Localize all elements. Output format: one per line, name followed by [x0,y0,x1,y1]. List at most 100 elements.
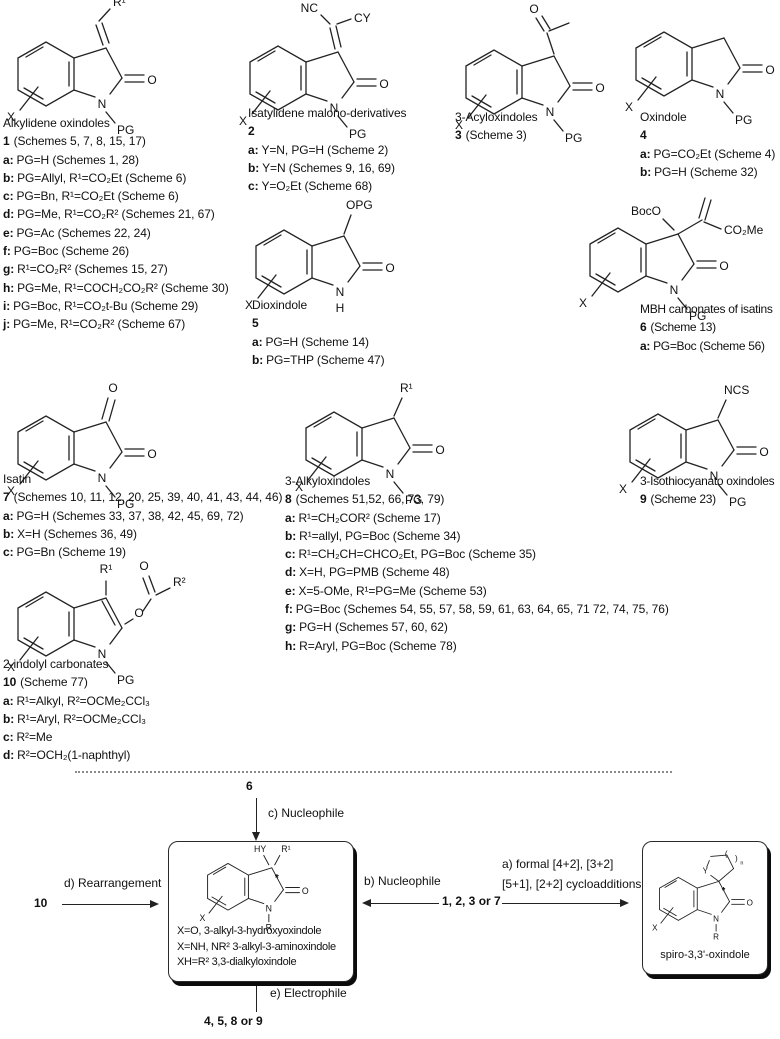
compound-block-3-isothiocyanato: 3-Isothiocyanato oxindoles 9(Scheme 23) [640,472,780,509]
atom-label-y: Y [703,866,709,875]
compound-note: (Scheme 3) [465,128,527,143]
variant-text: PG=Me, R¹=COCH₂CO₂R² (Scheme 30) [17,280,229,295]
compound-number: 10 [3,675,17,690]
compound-block-isatylidene: Isatylidene malono-derivatives 2 a:Y=N, … [248,104,458,195]
variant-key: a: [285,510,296,525]
variant-line: c:Y=O₂Et (Scheme 68) [248,177,458,195]
atom-label-o-ester: O [134,606,143,620]
atom-label-boco: BocO [631,204,661,218]
atom-label-r: R [713,932,719,941]
variant-key: c: [3,545,14,560]
arrow-b-line [371,903,439,905]
compound-name: 3-Acyloxindoles [455,110,538,124]
variant-text: PG=H (Schemes 33, 37, 38, 42, 45, 69, 72… [16,508,244,523]
variant-key: e: [285,583,296,598]
arrow-a-head [620,899,629,907]
dashed-divider [75,771,672,773]
compound-note: (Scheme 13) [650,320,716,335]
reactant-10: 10 [34,896,48,910]
atom-label-o-carbonyl: O [139,560,148,573]
variant-text: PG=Boc (Scheme 26) [13,244,130,259]
compound-note: (Schemes 5, 7, 8, 15, 17) [13,134,146,149]
variant-line: c:R¹=CH₂CH=CHCO₂Et, PG=Boc (Scheme 35) [285,545,685,563]
variant-line: h:R=Aryl, PG=Boc (Scheme 78) [285,637,685,655]
variant-key: e: [3,225,14,240]
variant-key: d: [285,565,297,580]
variant-line: g:PG=H (Schemes 57, 60, 62) [285,618,685,636]
variant-text: PG=H (Scheme 32) [654,164,758,179]
atom-label-opg: OPG [346,198,373,212]
variant-text: PG=Allyl, R¹=CO₂Et (Scheme 6) [17,170,187,185]
structure-central-product: HY R¹ * R [199,844,310,933]
compound-name: 2-indolyl carbonates [3,657,109,671]
compound-number-line: 5 [252,314,432,332]
atom-label-r: R [266,923,272,933]
variant-text: PG=H (Scheme 14) [265,334,369,349]
variant-line: a:R¹=Alkyl, R²=OCMe₂CCl₃ [3,692,243,710]
variant-text: R¹=CO₂R² (Schemes 15, 27) [17,262,168,277]
atom-label-n: N [98,647,107,661]
variant-text: PG=THP (Scheme 47) [266,352,385,367]
compound-number-line: 1(Schemes 5, 7, 8, 15, 17) [3,132,283,150]
arrow-d-head [150,900,159,908]
variant-key: b: [3,711,15,726]
compound-block-dioxindole: Dioxindole 5 a:PG=H (Scheme 14)b:PG=THP … [252,296,432,369]
compound-block-alkylidene-oxindoles: Alkylidene oxindoles 1(Schemes 5, 7, 8, … [3,114,283,334]
structure-alkylidene-oxindole: R¹ [6,0,158,138]
atom-label-r1: R¹ [113,0,126,9]
variant-key: b: [285,528,297,543]
compound-name: Isatylidene malono-derivatives [248,106,407,120]
structure-spiro-oxindole: Y ( ) n * R [651,849,754,941]
variant-key: d: [3,748,15,763]
variant-key: h: [285,638,297,653]
compound-number-line: 9(Scheme 23) [640,490,780,508]
atom-label-r1: R¹ [400,381,413,395]
variant-key: a: [3,508,14,523]
compound-block-isatin: Isatin 7(Schemes 10, 11, 12, 20, 25, 39,… [3,470,283,561]
compound-block-mbh-carbonates: MBH carbonates of isatins 6(Scheme 13) a… [640,300,780,355]
structure-mbh-carbonate-of-isatin: BocO CO₂Me [578,197,764,324]
variant-text: R¹=CH₂COR² (Scheme 17) [298,510,441,525]
variant-line: a:R¹=CH₂COR² (Scheme 17) [285,509,685,527]
variant-key: a: [252,334,263,349]
variant-text: R²=OCH₂(1-naphthyl) [17,748,131,763]
variant-line: d:X=H, PG=PMB (Scheme 48) [285,563,685,581]
variant-text: R¹=Alkyl, R²=OCMe₂CCl₃ [16,693,150,708]
variant-line: a:PG=H (Scheme 14) [252,333,432,351]
structure-3-alkyloxindole: R¹ [294,381,446,508]
compound-block-3-acyloxindoles: 3-Acyloxindoles 3(Scheme 3) [455,108,625,145]
variant-line: b:PG=THP (Scheme 47) [252,351,432,369]
variant-line: a:PG=H (Schemes 1, 28) [3,151,283,169]
stereocenter-asterisk: * [275,873,279,884]
variant-key: b: [252,352,264,367]
variant-line: a:PG=H (Schemes 33, 37, 38, 42, 45, 69, … [3,507,283,525]
variant-text: R¹=allyl, PG=Boc (Scheme 34) [299,528,461,543]
arrow-e-line [256,985,258,1012]
variant-text: X=5-OMe, R¹=PG=Me (Scheme 53) [298,583,487,598]
variant-line: a:Y=N, PG=H (Scheme 2) [248,141,458,159]
atom-label-o: O [529,2,538,16]
variant-text: PG=Bn (Scheme 19) [16,545,126,560]
atom-label-co2me: CO₂Me [724,223,764,237]
variant-key: c: [3,730,14,745]
compound-name: 3-Alkyloxindoles [285,474,371,488]
variant-key: g: [285,620,297,635]
ring-size-paren-open: ( [725,849,728,858]
stereocenter-asterisk: * [722,884,726,895]
variant-text: R=Aryl, PG=Boc (Scheme 78) [299,638,457,653]
arrow-a-line [502,903,620,905]
variant-key: c: [3,189,14,204]
variant-text: X=H, PG=PMB (Scheme 48) [299,565,450,580]
atom-label-r1: R¹ [100,562,113,576]
variant-text: PG=Me, R¹=CO₂R² (Schemes 21, 67) [17,207,215,222]
variant-line: a:PG=CO₂Et (Scheme 4) [640,145,780,163]
reactant-4-5-8-9: 4, 5, 8 or 9 [204,1014,263,1028]
atom-label-h: H [336,301,345,315]
variant-text: Y=N (Schemes 9, 16, 69) [262,160,395,175]
variant-text: R²=Me [16,730,53,745]
variant-key: a: [248,142,259,157]
compound-name: Alkylidene oxindoles [3,116,110,130]
variant-text: R¹=CH₂CH=CHCO₂Et, PG=Boc (Scheme 35) [298,547,536,562]
variant-line: g:R¹=CO₂R² (Schemes 15, 27) [3,260,283,278]
